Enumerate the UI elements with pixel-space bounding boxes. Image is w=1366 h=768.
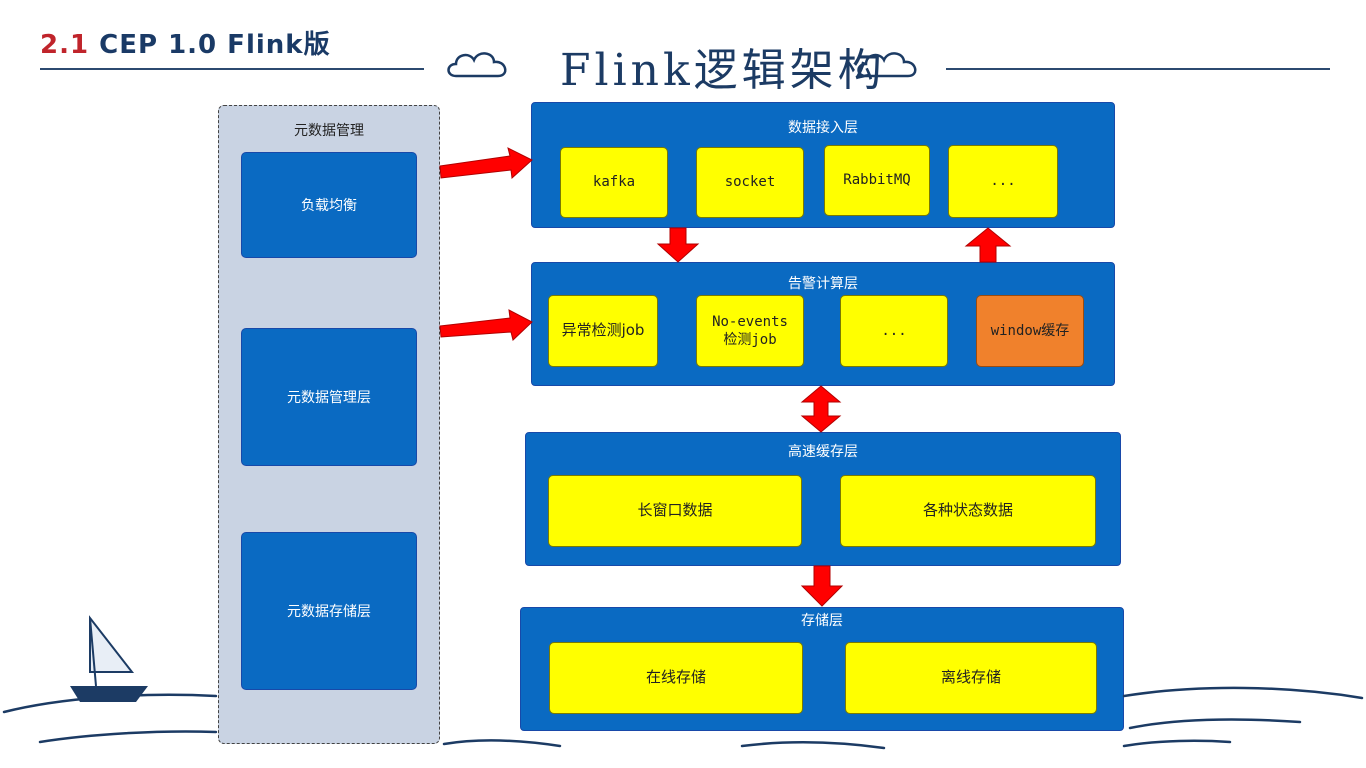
ingest-more-box: ... — [948, 145, 1058, 218]
cache-layer-panel: 高速缓存层 长窗口数据 各种状态数据 — [525, 432, 1121, 566]
ingest-layer-panel: 数据接入层 kafka socket RabbitMQ ... — [531, 102, 1115, 228]
ingest-socket-box: socket — [696, 147, 804, 218]
storage-layer-panel: 存储层 在线存储 离线存储 — [520, 607, 1124, 731]
anomaly-detection-job-box: 异常检测job — [548, 295, 658, 367]
compute-more-box: ... — [840, 295, 948, 367]
load-balancing-box: 负载均衡 — [241, 152, 417, 258]
header-rule-left — [40, 68, 424, 70]
arrow-compute-to-ingest — [964, 227, 1012, 263]
cache-layer-title: 高速缓存层 — [788, 444, 858, 460]
section-heading: 2.1 CEP 1.0 Flink版 — [40, 24, 331, 61]
arrow-compute-cache-bidirectional — [800, 385, 842, 433]
ingest-kafka-box: kafka — [560, 147, 668, 218]
cloud-icon-left — [447, 52, 507, 78]
main-title: Flink逻辑架构 — [560, 45, 886, 96]
online-storage-box: 在线存储 — [549, 642, 803, 714]
metadata-management-panel: 元数据管理 负载均衡 元数据管理层 元数据存储层 — [218, 105, 440, 744]
storage-layer-title: 存储层 — [801, 613, 843, 629]
metadata-panel-title: 元数据管理 — [294, 123, 364, 139]
compute-layer-title: 告警计算层 — [788, 276, 858, 292]
arrow-meta-to-ingest — [439, 147, 533, 180]
ingest-layer-title: 数据接入层 — [788, 120, 858, 136]
state-data-box: 各种状态数据 — [840, 475, 1096, 547]
no-events-job-box: No-events 检测job — [696, 295, 804, 367]
arrow-meta-to-compute — [439, 309, 533, 341]
sea-decoration — [2, 615, 1364, 750]
metadata-storage-layer-box: 元数据存储层 — [241, 532, 417, 690]
header-rule-right — [946, 68, 1330, 70]
window-cache-box: window缓存 — [976, 295, 1084, 367]
offline-storage-box: 离线存储 — [845, 642, 1097, 714]
section-number: 2.1 — [40, 30, 90, 60]
sailboat-icon — [70, 615, 148, 702]
long-window-data-box: 长窗口数据 — [548, 475, 802, 547]
ingest-rabbitmq-box: RabbitMQ — [824, 145, 930, 216]
arrow-ingest-to-compute — [656, 227, 700, 263]
cloud-icon-right — [857, 52, 917, 78]
section-label: CEP 1.0 Flink版 — [99, 30, 331, 60]
metadata-management-layer-box: 元数据管理层 — [241, 328, 417, 466]
compute-layer-panel: 告警计算层 异常检测job No-events 检测job ... window… — [531, 262, 1115, 386]
